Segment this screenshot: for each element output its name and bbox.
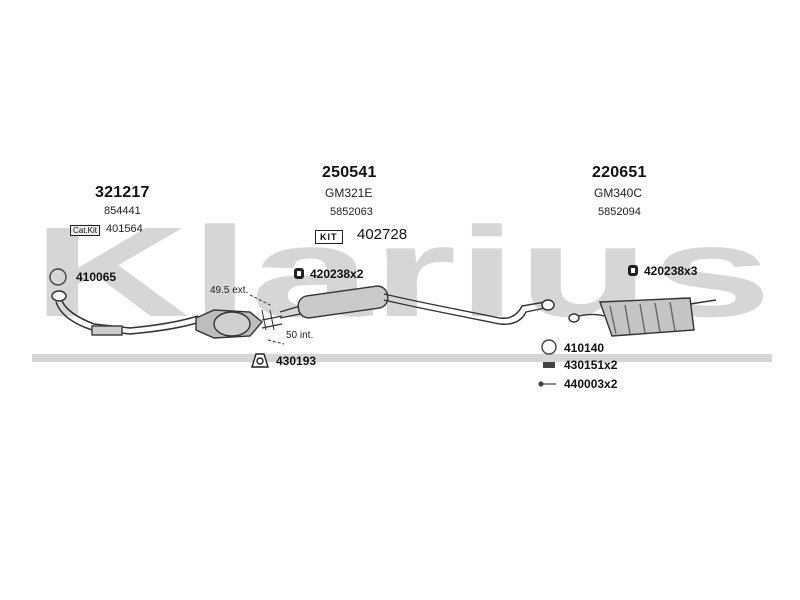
ext-diameter-label: 49.5 ext. [210, 285, 249, 296]
joint-markers [249, 294, 285, 345]
front-ring-part: 410065 [76, 270, 117, 284]
bolt-icon-rear [538, 381, 556, 387]
int-diameter-label: 50 int. [286, 330, 314, 341]
middle-kit-label: KIT [315, 230, 343, 244]
rear-part-number: 220651 [592, 164, 647, 181]
rear-bolt-part: 440003x2 [564, 377, 618, 391]
rear-silencer [568, 297, 717, 337]
watermark-underline [32, 354, 772, 362]
front-catkit-label: Cat.Kit [70, 225, 101, 236]
front-catkit-number: 401564 [106, 223, 143, 235]
klarius-watermark: Klarius [32, 214, 772, 362]
middle-mount-part: 420238x2 [310, 267, 364, 281]
front-part-number: 321217 [95, 184, 150, 201]
middle-kit-number: 402728 [357, 226, 408, 243]
rear-clamp-part: 430151x2 [564, 358, 618, 372]
rear-code: GM340C [594, 186, 643, 200]
rear-ref: 5852094 [598, 206, 641, 218]
ring-icon-rear [541, 339, 557, 355]
rear-ring-part: 410140 [564, 341, 605, 355]
mount-icon-rear [628, 265, 638, 276]
middle-code: GM321E [325, 186, 373, 200]
middle-silencer [279, 285, 555, 325]
mount-icon-middle [294, 268, 304, 279]
front-pipe [51, 290, 201, 336]
middle-ref: 5852063 [330, 206, 373, 218]
middle-part-number: 250541 [322, 164, 377, 181]
clamp-icon-middle [251, 353, 269, 368]
ring-icon-front [49, 268, 67, 286]
catalytic-converter [195, 309, 283, 339]
middle-clamp-part: 430193 [276, 354, 317, 368]
rear-mount-part: 420238x3 [644, 264, 698, 278]
clamp-icon-rear [543, 362, 555, 368]
front-ref: 854441 [104, 205, 141, 217]
